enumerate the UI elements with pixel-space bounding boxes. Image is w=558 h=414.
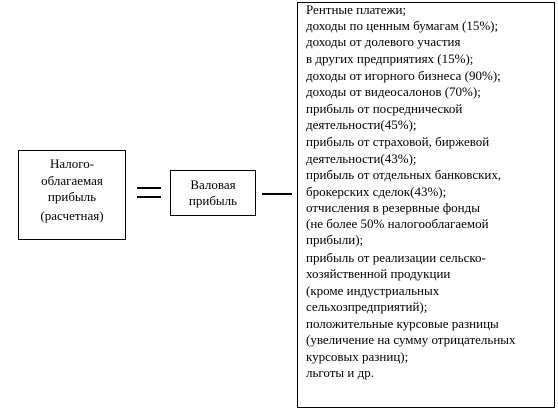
- deduction-line: доходы по ценным бумагам (15%);: [306, 18, 499, 33]
- deduction-line: деятельности(45%);: [306, 117, 417, 132]
- taxable-profit-line-4: (расчетная): [40, 208, 104, 223]
- equals-sign-bottom-bar: [137, 196, 161, 198]
- gross-profit-line-1: Валовая: [190, 177, 236, 192]
- deduction-line: сельхозпредприятий);: [306, 299, 428, 314]
- deduction-line: хозяйственной продукции: [306, 266, 451, 281]
- taxable-profit-line-2: облагаемая: [41, 173, 103, 188]
- deductions-box: Рентные платежи; доходы по ценным бумага…: [297, 2, 555, 408]
- taxable-profit-line-3: прибыль: [47, 189, 97, 204]
- gross-profit-box: Валовая прибыль: [170, 170, 256, 216]
- deduction-line: доходы от долевого участия: [306, 34, 461, 49]
- deduction-line: (кроме индустриальных: [306, 283, 440, 298]
- deduction-line: Рентные платежи;: [306, 2, 407, 17]
- deduction-line: доходы от игорного бизнеса (90%);: [306, 68, 501, 83]
- deduction-line: брокерских сделок(43%);: [306, 184, 447, 199]
- taxable-profit-line-1: Налого-: [49, 156, 95, 171]
- minus-sign: [262, 193, 292, 195]
- deduction-line: отчисления в резервные фонды: [306, 200, 480, 215]
- deduction-line: прибыль от реализации сельско-: [306, 250, 486, 265]
- deduction-line: (не более 50% налогооблагаемой: [306, 216, 489, 231]
- deduction-line: (увеличение на сумму отрицательных: [306, 332, 516, 347]
- deduction-line: курсовых разниц);: [306, 349, 409, 364]
- deduction-line: доходы от видеосалонов (70%);: [306, 84, 481, 99]
- equals-sign-top-bar: [137, 187, 161, 189]
- deduction-line: прибыль от отдельных банковских,: [306, 167, 502, 182]
- deduction-line: прибыли);: [306, 232, 364, 247]
- gross-profit-line-2: прибыль: [188, 193, 238, 208]
- deduction-line: прибыль от страховой, биржевой: [306, 134, 490, 149]
- deduction-line: прибыль от посреднической: [306, 101, 463, 116]
- deduction-line: в других предприятиях (15%);: [306, 51, 474, 66]
- taxable-profit-box: Налого- облагаемая прибыль (расчетная): [18, 150, 126, 240]
- deduction-line: деятельности(43%);: [306, 151, 417, 166]
- deduction-line: льготы и др.: [306, 365, 374, 380]
- deduction-line: положительные курсовые разницы: [306, 316, 499, 331]
